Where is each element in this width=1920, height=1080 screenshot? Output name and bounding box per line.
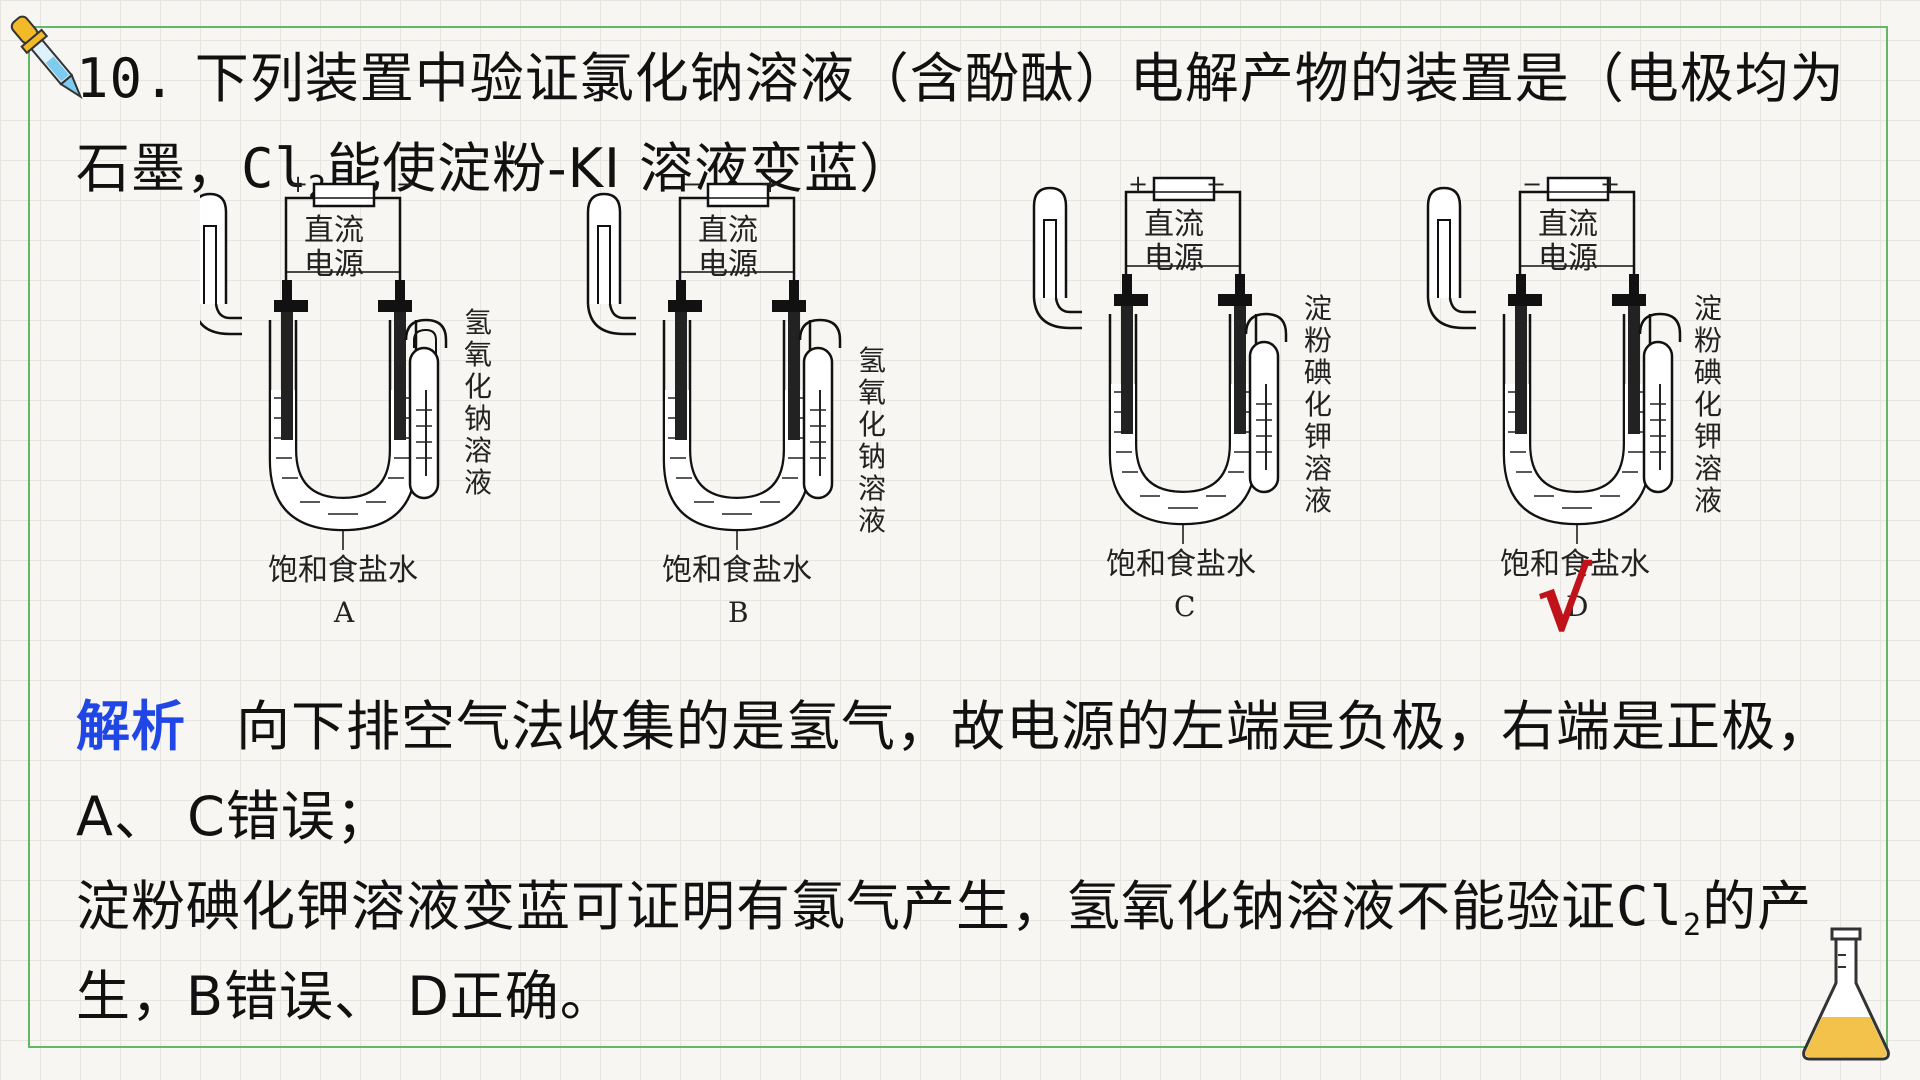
b-side-4: 钠 — [858, 440, 886, 473]
b-plus-sign: + — [760, 170, 780, 198]
question-number: 10. — [76, 47, 177, 110]
d-power-line1: 直流 — [1538, 207, 1598, 242]
a-side-2: 氧 — [464, 338, 492, 371]
d-plus-sign: + — [1600, 170, 1620, 198]
c-power-line2: 电源 — [1144, 241, 1204, 276]
c-bottom-label: 饱和食盐水 — [1106, 547, 1256, 582]
a-power-line1: 直流 — [304, 213, 364, 248]
question-stem-part2: 能使淀粉-KI 溶液变蓝） — [327, 137, 915, 200]
c-side-5: 钾 — [1304, 420, 1332, 453]
b-side-2: 氧 — [858, 376, 886, 409]
flask-icon — [1802, 927, 1890, 1061]
b-letter: B — [728, 596, 749, 629]
a-side-1: 氢 — [464, 306, 492, 339]
a-power-line2: 电源 — [304, 247, 364, 282]
apparatus-a — [200, 182, 448, 552]
answer-line1: 向下排空气法收集的是氢气，故电源的左端是负极，右端是正极，A、 C错误； — [76, 695, 1831, 848]
b-power-line2: 电源 — [698, 247, 758, 282]
d-power-line2: 电源 — [1538, 241, 1598, 276]
c-side-1: 淀 — [1304, 292, 1332, 325]
d-side-6: 溶 — [1694, 452, 1722, 485]
c-plus-sign: + — [1128, 170, 1148, 198]
apparatus-figure: + − 直流 电源 氢 氧 化 钠 溶 液 饱和食盐水 A − + 直流 电源 … — [200, 170, 1722, 650]
d-side-5: 钾 — [1694, 420, 1722, 453]
a-plus-sign: + — [288, 170, 308, 198]
b-side-6: 液 — [858, 504, 886, 537]
c-side-3: 碘 — [1304, 356, 1332, 389]
a-side-6: 液 — [464, 466, 492, 499]
c-minus-sign: − — [1206, 170, 1226, 198]
c-power-line1: 直流 — [1144, 207, 1204, 242]
b-side-5: 溶 — [858, 472, 886, 505]
answer-line2b: 的产生，B错误、 D正确。 — [76, 875, 1813, 1028]
apparatus-c — [1032, 176, 1288, 546]
answer-label: 解析 — [76, 695, 186, 758]
question-text: 10. 下列装置中验证氯化钠溶液（含酚酞）电解产物的装置是（电极均为石墨，Cl2… — [76, 34, 1856, 214]
d-letter: D — [1566, 590, 1588, 623]
answer-line2a: 淀粉碘化钾溶液变蓝可证明有氯气产生，氢氧化钠溶液不能验证 — [76, 875, 1616, 938]
answer-chlorine-formula: Cl2 — [1616, 875, 1703, 943]
b-side-3: 化 — [858, 408, 886, 441]
a-side-4: 钠 — [464, 402, 492, 435]
d-side-4: 化 — [1694, 388, 1722, 421]
b-power-line1: 直流 — [698, 213, 758, 248]
d-minus-sign: − — [1522, 170, 1542, 198]
b-side-1: 氢 — [858, 344, 886, 377]
answer-paragraph-2: 淀粉碘化钾溶液变蓝可证明有氯气产生，氢氧化钠溶液不能验证Cl2的产生，B错误、 … — [76, 862, 1856, 1042]
a-minus-sign: − — [396, 170, 416, 198]
d-side-7: 液 — [1694, 484, 1722, 517]
c-side-7: 液 — [1304, 484, 1332, 517]
apparatus-b — [586, 182, 842, 552]
c-side-2: 粉 — [1304, 324, 1332, 357]
a-side-5: 溶 — [464, 434, 492, 467]
d-side-1: 淀 — [1694, 292, 1722, 325]
answer-section: 解析向下排空气法收集的是氢气，故电源的左端是负极，右端是正极，A、 C错误； — [76, 682, 1856, 862]
c-letter: C — [1174, 590, 1195, 623]
a-letter: A — [333, 596, 355, 629]
b-minus-sign: − — [682, 170, 702, 198]
c-side-6: 溶 — [1304, 452, 1332, 485]
a-bottom-label: 饱和食盐水 — [268, 553, 418, 588]
d-side-3: 碘 — [1694, 356, 1722, 389]
b-bottom-label: 饱和食盐水 — [662, 553, 812, 588]
correct-check-mark: √ — [1536, 552, 1593, 650]
apparatus-d — [1426, 176, 1682, 546]
question-stem-part1: 下列装置中验证氯化钠溶液（含酚酞）电解产物的装置是（电极均为石墨， — [76, 47, 1845, 200]
a-side-3: 化 — [464, 370, 492, 403]
content-frame — [28, 26, 1888, 1048]
d-bottom-label: 饱和食盐水 — [1500, 547, 1650, 582]
d-side-2: 粉 — [1694, 324, 1722, 357]
dropper-icon — [10, 15, 83, 100]
c-side-4: 化 — [1304, 388, 1332, 421]
